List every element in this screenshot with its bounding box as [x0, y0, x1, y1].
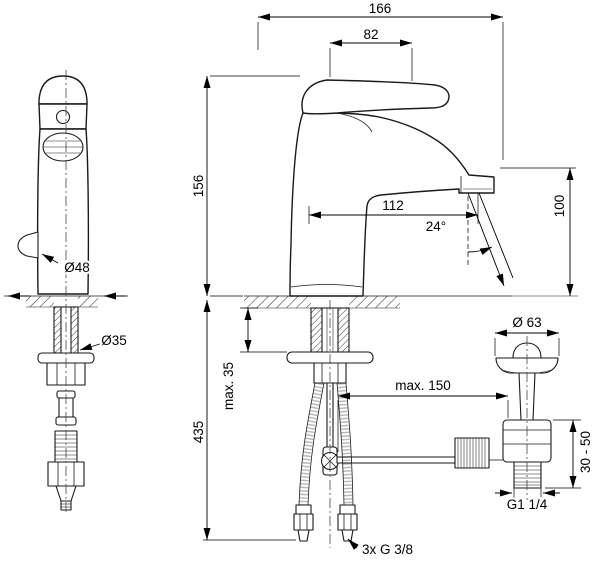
dim-body-diameter-label: Ø48	[64, 260, 90, 275]
dim-hose-thread: 3x G 3/8	[347, 538, 415, 559]
dim-max-deck-thickness: max. 35	[219, 307, 287, 412]
supply-hoses	[293, 382, 358, 542]
dim-waste-flange-diameter: Ø 63	[494, 313, 560, 356]
dim-shank-diameter: Ø35	[79, 331, 129, 351]
lever-handle	[301, 79, 450, 115]
dim-stream-angle-label: 24°	[426, 219, 446, 234]
front-view	[244, 79, 578, 548]
waste-flange	[495, 357, 559, 374]
dim-hose-thread-label: 3x G 3/8	[362, 542, 413, 557]
angle-arc	[467, 246, 493, 256]
handle-detail-circle	[55, 109, 71, 125]
dim-waste-height-range: 30 - 50	[545, 419, 595, 489]
dim-waste-thread: G1 1/4	[495, 488, 560, 514]
dim-spout-reach: 112	[308, 193, 479, 224]
dim-hose-length: 435	[189, 300, 296, 541]
front-view-faucet-body	[289, 79, 495, 297]
dim-spout-reach-label: 112	[382, 198, 404, 213]
water-stream	[467, 192, 514, 287]
dim-waste-flange-diameter-label: Ø 63	[512, 315, 541, 330]
dim-height-to-deck-label: 156	[191, 175, 206, 198]
front-view-shank-assembly	[286, 307, 374, 384]
knurled-clamp	[454, 437, 490, 469]
side-view-faucet-body	[17, 75, 90, 295]
handle-cap	[38, 75, 88, 105]
dim-height-to-deck: 156	[189, 75, 300, 297]
dimension-annotations: 166 82 156 112 24° 100	[189, 0, 596, 559]
dim-body-depth: 82	[329, 25, 413, 81]
dim-outlet-height: 100	[500, 167, 576, 296]
dim-stream-angle: 24°	[424, 217, 449, 237]
side-view: Ø48 Ø35	[4, 70, 129, 514]
dim-shank-diameter-label: Ø35	[101, 333, 127, 348]
dim-waste-height-range-label: 30 - 50	[578, 431, 593, 473]
side-view-supply-hose-parts	[47, 390, 85, 511]
dim-body-depth-label: 82	[363, 27, 378, 42]
dim-waste-thread-label: G1 1/4	[507, 497, 548, 512]
front-view-deck-section	[244, 295, 578, 309]
dim-total-depth-label: 166	[369, 1, 392, 16]
dim-total-depth: 166	[257, 0, 504, 160]
dim-max-deck-thickness-label: max. 35	[221, 362, 236, 410]
dim-rod-reach-label: max. 150	[395, 378, 451, 393]
hose-end-fitting-right	[337, 504, 358, 542]
dim-outlet-height-label: 100	[552, 195, 567, 218]
spout-lip	[17, 231, 39, 259]
horizontal-rod	[336, 456, 456, 464]
hose-end-fitting-left	[293, 504, 314, 542]
dim-rod-reach: max. 150	[337, 376, 509, 452]
dim-hose-length-label: 435	[191, 421, 206, 444]
waste-tailpiece	[513, 461, 542, 489]
dim-body-diameter: Ø48	[41, 253, 92, 277]
faucet-body-and-spout	[289, 111, 495, 297]
